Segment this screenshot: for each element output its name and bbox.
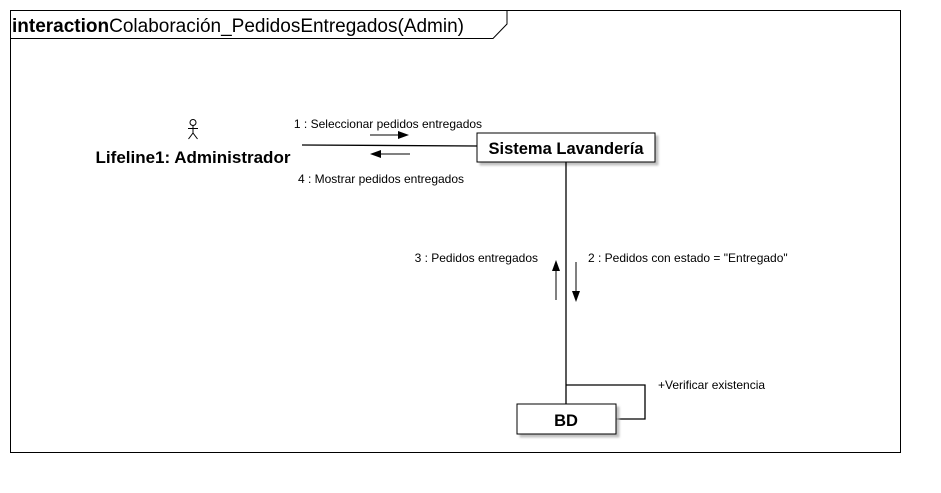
message-4-label: 4 : Mostrar pedidos entregados	[298, 172, 464, 186]
frame-keyword: interaction	[12, 16, 109, 37]
message-2-label: 2 : Pedidos con estado = "Entregado"	[588, 251, 788, 265]
frame-title-tab	[10, 10, 508, 39]
sistema-box[interactable]	[476, 132, 656, 163]
bd-label: BD	[554, 412, 578, 430]
actor-icon[interactable]	[188, 119, 198, 140]
message-3-arrow	[552, 260, 560, 300]
frame-title: interactionColaboración_PedidosEntregado…	[12, 16, 464, 37]
sistema-label: Sistema Lavandería	[489, 140, 645, 158]
message-4-arrow	[370, 150, 410, 158]
frame-name: Colaboración_PedidosEntregados(Admin)	[109, 16, 464, 37]
actor-label[interactable]: Lifeline1: Administrador	[96, 148, 291, 167]
message-3-label: 3 : Pedidos entregados	[415, 251, 538, 265]
self-message-label: +Verificar existencia	[658, 378, 765, 392]
message-1-label: 1 : Seleccionar pedidos entregados	[294, 117, 482, 131]
message-1-arrow	[370, 131, 409, 139]
bd-box[interactable]	[516, 403, 617, 435]
link-actor-sistema[interactable]	[301, 144, 478, 147]
self-link-bd[interactable]	[566, 384, 646, 420]
interaction-frame	[10, 10, 901, 453]
message-2-arrow	[572, 262, 580, 302]
